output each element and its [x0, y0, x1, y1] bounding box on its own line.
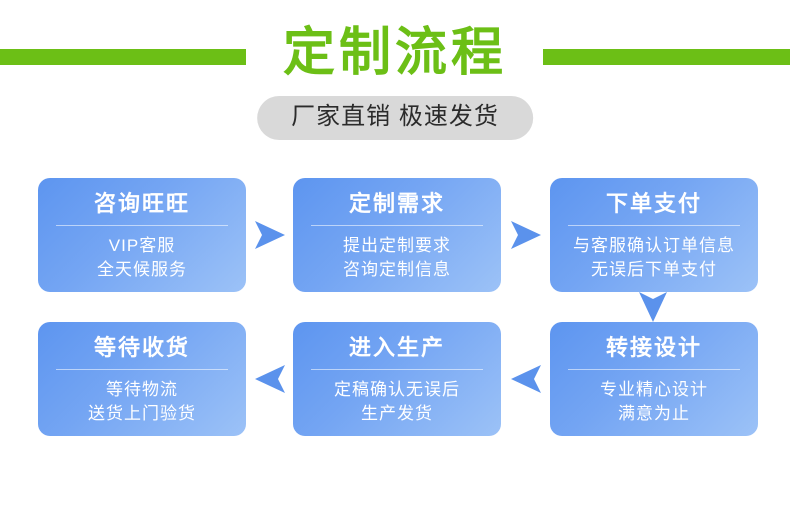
flow-step-line-1: 与客服确认订单信息	[573, 236, 735, 255]
flow-step-line-2: 全天候服务	[97, 260, 187, 279]
flow-step-card-5[interactable]: 进入生产 定稿确认无误后 生产发货	[293, 322, 501, 436]
flow-step-divider	[311, 225, 483, 226]
flow-step-line-2: 送货上门验货	[88, 404, 196, 423]
page-header: 定制流程 厂家直销 极速发货	[0, 0, 790, 150]
flow-step-line-2: 无误后下单支付	[591, 260, 717, 279]
flow-step-title: 下单支付	[605, 191, 702, 216]
flow-step-title: 等待收货	[93, 335, 190, 360]
flow-step-title: 转接设计	[605, 335, 702, 360]
flow-step-divider	[311, 369, 483, 370]
flow-step-line-1: 提出定制要求	[343, 236, 451, 255]
arrow-left-icon	[253, 362, 287, 396]
flow-step-line-1: 等待物流	[106, 380, 178, 399]
flow-step-line-2: 生产发货	[361, 404, 433, 423]
flow-step-divider	[568, 369, 740, 370]
flow-step-card-6[interactable]: 等待收货 等待物流 送货上门验货	[38, 322, 246, 436]
flow-step-line-2: 满意为止	[618, 404, 690, 423]
flow-step-divider	[56, 369, 228, 370]
flow-step-line-1: 定稿确认无误后	[334, 380, 460, 399]
flow-step-card-3[interactable]: 下单支付 与客服确认订单信息 无误后下单支付	[550, 178, 758, 292]
flow-step-line-2: 咨询定制信息	[343, 260, 451, 279]
page-title: 定制流程	[282, 24, 507, 82]
flow-step-title: 进入生产	[348, 335, 445, 360]
tagline-badge: 厂家直销 极速发货	[257, 96, 533, 140]
flow-step-title: 定制需求	[348, 191, 445, 216]
arrow-down-icon	[636, 290, 670, 324]
flow-step-divider	[568, 225, 740, 226]
arrow-right-icon	[253, 218, 287, 252]
process-flow: 咨询旺旺 VIP客服 全天候服务 定制需求 提出定制要求 咨询定制信息 下单支付…	[0, 150, 790, 460]
flow-step-line-1: VIP客服	[108, 236, 176, 255]
flow-step-line-1: 专业精心设计	[600, 380, 708, 399]
flow-step-card-1[interactable]: 咨询旺旺 VIP客服 全天候服务	[38, 178, 246, 292]
title-rule-right	[543, 49, 790, 65]
flow-step-card-2[interactable]: 定制需求 提出定制要求 咨询定制信息	[293, 178, 501, 292]
title-rule-left	[0, 49, 246, 65]
flow-step-divider	[56, 225, 228, 226]
arrow-right-icon	[509, 218, 543, 252]
flow-step-title: 咨询旺旺	[93, 191, 190, 216]
flow-step-card-4[interactable]: 转接设计 专业精心设计 满意为止	[550, 322, 758, 436]
arrow-left-icon	[509, 362, 543, 396]
